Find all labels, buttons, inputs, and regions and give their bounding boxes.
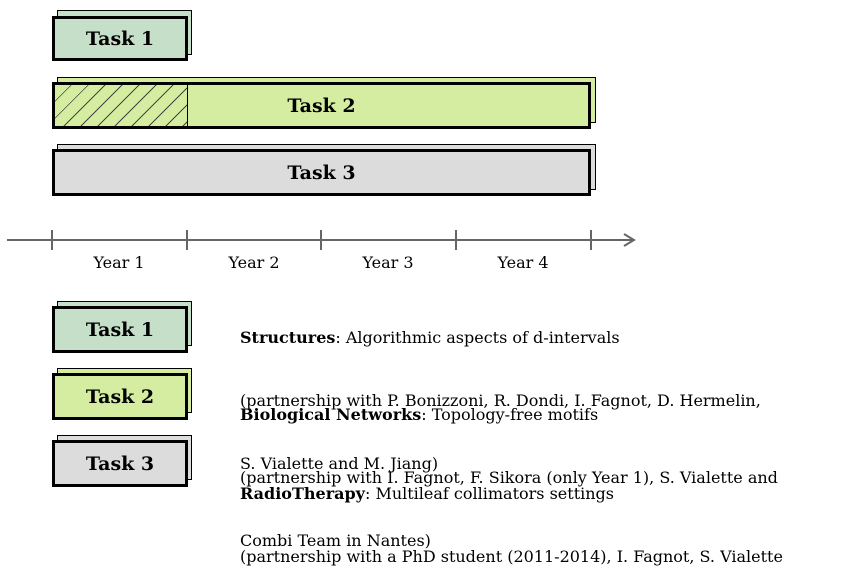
legend-task1-label: Task 1: [85, 318, 155, 341]
legend-task3-label: Task 3: [85, 452, 155, 475]
timeline-task2-label: Task 2: [287, 94, 356, 117]
legend-task2-line: (partnership with I. Fagnot, F. Sikora (…: [240, 468, 778, 487]
timeline-task3-label: Task 3: [287, 161, 356, 184]
legend-task1-box: Task 1: [52, 306, 188, 353]
legend-task2-subtitle: : Topology-free motifs: [421, 405, 599, 424]
legend-task3-description: RadioTherapy: Multileaf collimators sett…: [240, 441, 783, 588]
timeline-task1-bar: Task 1: [52, 16, 188, 61]
legend-task1-title: Structures: [240, 328, 336, 347]
year-label-2: Year 2: [228, 253, 280, 272]
year-label-4: Year 4: [497, 253, 549, 272]
legend-task3-box: Task 3: [52, 440, 188, 487]
year-label-3: Year 3: [362, 253, 414, 272]
timeline-task3-bar: Task 3: [52, 149, 591, 196]
legend-task1-subtitle: : Algorithmic aspects of d-intervals: [335, 328, 620, 347]
legend-task3-line: (partnership with a PhD student (2011-20…: [240, 547, 783, 566]
legend-task2-box: Task 2: [52, 373, 188, 420]
legend-task2-label: Task 2: [85, 385, 155, 408]
legend-task1-line: (partnership with P. Bonizzoni, R. Dondi…: [240, 391, 761, 410]
legend-task1-description: Structures: Algorithmic aspects of d-int…: [240, 285, 761, 495]
legend-task2-heading: Biological Networks: Topology-free motif…: [240, 404, 778, 425]
legend-task1-heading: Structures: Algorithmic aspects of d-int…: [240, 327, 761, 348]
legend-task2-description: Biological Networks: Topology-free motif…: [240, 362, 778, 572]
timeline-axis: [7, 230, 636, 250]
task2-hatched-year1: [55, 85, 188, 126]
year-label-1: Year 1: [93, 253, 145, 272]
timeline-task1-label: Task 1: [85, 27, 155, 50]
timeline-task2-bar: Task 2: [52, 82, 591, 129]
legend-task2-title: Biological Networks: [240, 405, 422, 424]
legend-task1-line: S. Vialette and M. Jiang): [240, 454, 439, 473]
axis-arrowhead: [623, 233, 636, 247]
